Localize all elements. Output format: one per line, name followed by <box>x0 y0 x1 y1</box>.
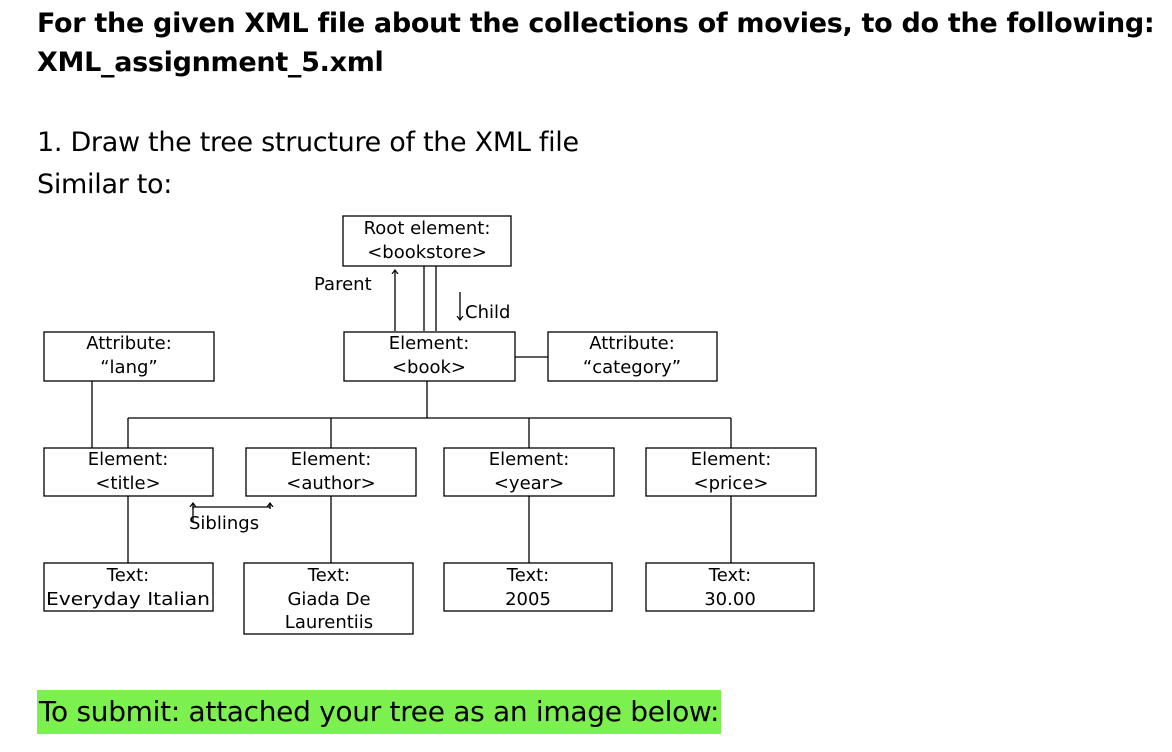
node-year-line-2: <year> <box>494 473 564 494</box>
submit-instruction: To submit: attached your tree as an imag… <box>37 690 722 734</box>
node-text-title-line-1: Text: <box>106 565 149 586</box>
node-text-author: Text: Giada De Laurentiis <box>243 562 414 635</box>
relationship-arrows <box>193 266 460 522</box>
node-year: Element: <year> <box>443 447 615 497</box>
node-attr-category: Attribute: “category” <box>547 331 718 382</box>
node-author-line-1: Element: <box>291 449 372 470</box>
node-price-line-2: <price> <box>694 473 769 494</box>
node-attr-lang-line-1: Attribute: <box>86 333 172 354</box>
child-label: Child <box>465 302 510 323</box>
node-text-year-line-2: 2005 <box>505 589 551 610</box>
node-root-line-2: <bookstore> <box>367 242 487 263</box>
node-price: Element: <price> <box>645 447 817 497</box>
node-book-line-1: Element: <box>389 333 470 354</box>
assignment-heading: For the given XML file about the collect… <box>37 8 1155 39</box>
node-root-line-1: Root element: <box>364 218 491 239</box>
node-text-author-line-1: Text: <box>307 565 350 586</box>
parent-label: Parent <box>314 274 372 295</box>
node-attr-category-line-2: “category” <box>583 357 681 378</box>
node-book-line-2: <book> <box>392 357 466 378</box>
node-text-price-line-2: 30.00 <box>704 589 756 610</box>
node-price-line-1: Element: <box>691 449 772 470</box>
node-author: Element: <author> <box>245 447 417 497</box>
node-text-price: Text: 30.00 <box>645 562 815 612</box>
node-attr-lang: Attribute: “lang” <box>43 331 215 382</box>
node-text-price-line-1: Text: <box>708 565 751 586</box>
siblings-label: Siblings <box>189 513 259 534</box>
node-text-title: Text: Everyday Italian <box>43 562 214 612</box>
node-text-author-line-2: Giada De <box>287 589 370 610</box>
node-root: Root element: <bookstore> <box>342 215 512 267</box>
node-text-year-line-1: Text: <box>506 565 549 586</box>
node-title-line-1: Element: <box>88 449 169 470</box>
node-author-line-2: <author> <box>286 473 375 494</box>
node-attr-category-line-1: Attribute: <box>589 333 675 354</box>
node-text-title-line-2: Everyday Italian <box>46 589 210 610</box>
node-book: Element: <book> <box>343 331 516 382</box>
node-text-author-line-3: Laurentiis <box>285 612 373 633</box>
xml-filename: XML_assignment_5.xml <box>37 47 384 78</box>
node-attr-lang-line-2: “lang” <box>100 357 158 378</box>
task-step-1: 1. Draw the tree structure of the XML fi… <box>37 127 579 158</box>
node-title-line-2: <title> <box>95 473 160 494</box>
similar-to-label: Similar to: <box>37 169 173 200</box>
node-title: Element: <title> <box>43 447 214 497</box>
node-year-line-1: Element: <box>489 449 570 470</box>
node-text-year: Text: 2005 <box>443 562 613 612</box>
tree-connectors <box>91 356 732 563</box>
